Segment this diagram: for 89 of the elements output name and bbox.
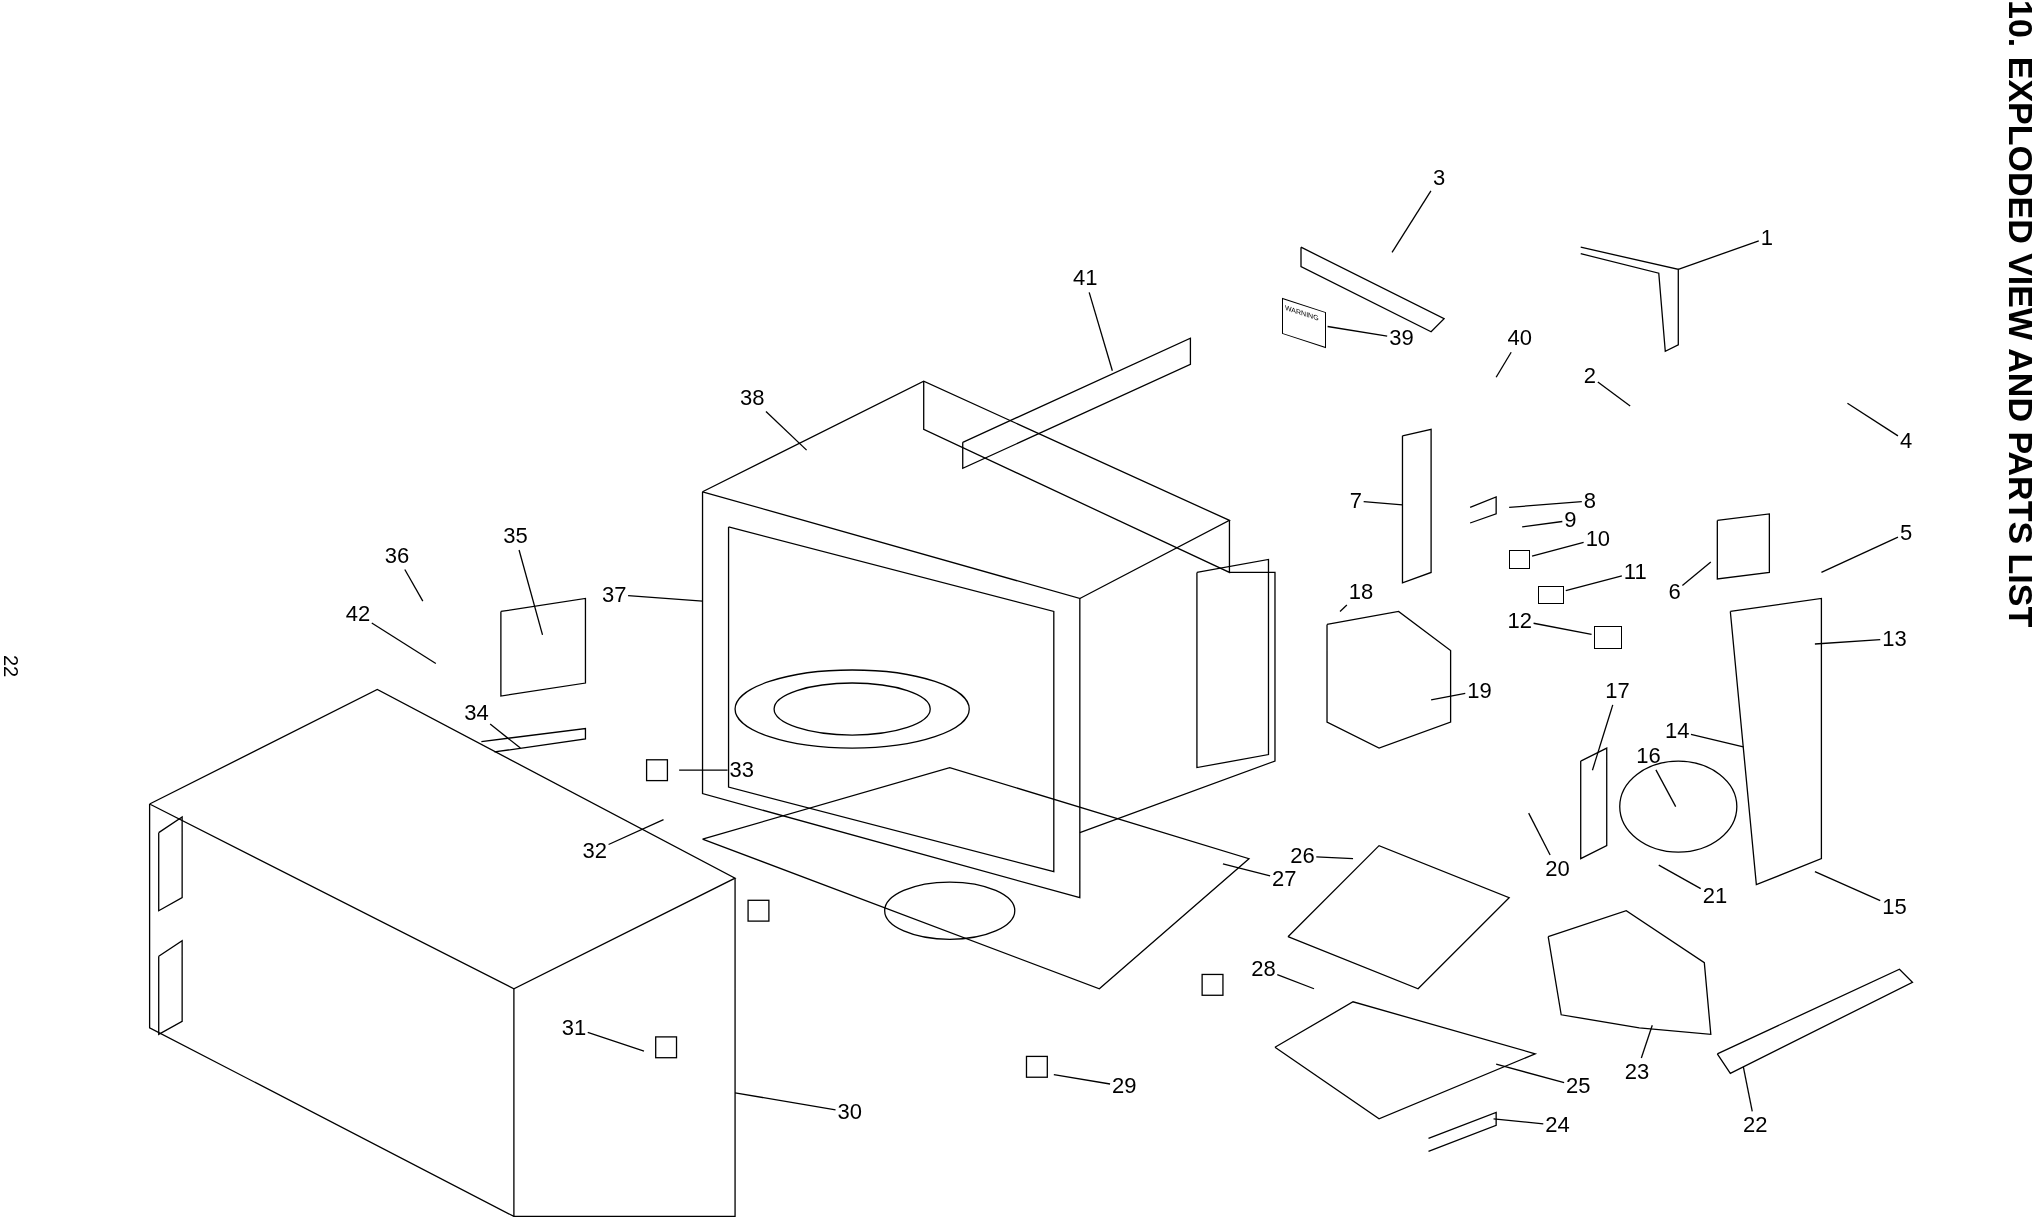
- part-box: [1537, 585, 1564, 604]
- callout-number: 32: [582, 838, 608, 863]
- callout-number: 3: [1432, 166, 1446, 191]
- leader-line: [734, 1092, 837, 1111]
- callout-number: 31: [561, 1015, 587, 1040]
- leader-line: [678, 769, 729, 771]
- callout-number: 6: [1668, 579, 1681, 604]
- part-box: [1593, 626, 1623, 650]
- callout-number: 34: [464, 700, 489, 725]
- callout-number: 18: [1348, 579, 1374, 604]
- callout-number: 20: [1545, 857, 1570, 882]
- leader-line: [404, 568, 424, 602]
- leader-line: [1495, 1063, 1565, 1084]
- leader-line: [1495, 351, 1512, 378]
- callout-number: 23: [1624, 1060, 1650, 1084]
- leader-line: [1088, 291, 1113, 372]
- leader-line: [1597, 381, 1631, 407]
- callout-number: 37: [602, 582, 627, 607]
- leader-line: [1363, 500, 1404, 506]
- callout-number: 8: [1583, 488, 1597, 513]
- part-box: [1509, 550, 1530, 569]
- callout-number: 16: [1636, 743, 1661, 768]
- leader-line: [1521, 520, 1563, 528]
- callout-number: 13: [1882, 626, 1907, 651]
- leader-line: [1391, 190, 1432, 254]
- leader-line: [489, 723, 522, 749]
- leader-line: [607, 819, 665, 846]
- leader-line: [627, 594, 704, 602]
- leader-line: [1053, 1074, 1111, 1085]
- callout-number: 24: [1545, 1113, 1570, 1138]
- leader-line: [1492, 1118, 1544, 1125]
- callout-number: 21: [1702, 884, 1728, 909]
- callout-number: 29: [1112, 1074, 1137, 1099]
- leader-line: [1315, 856, 1354, 860]
- leader-line: [1528, 812, 1551, 856]
- callout-number: 42: [345, 602, 371, 627]
- callout-number: 10: [1585, 526, 1611, 551]
- callout-number: 26: [1290, 844, 1315, 869]
- callout-number: 1: [1760, 226, 1773, 251]
- callout-number: 22: [1743, 1113, 1768, 1138]
- callout-number: 30: [837, 1100, 863, 1125]
- callout-number: 2: [1583, 364, 1597, 388]
- callout-number: 27: [1272, 867, 1297, 892]
- callout-number: 4: [1899, 429, 1913, 454]
- callout-number: 33: [729, 758, 755, 783]
- callout-number: 40: [1507, 326, 1533, 351]
- callout-number: 17: [1605, 678, 1630, 703]
- callout-number: 9: [1564, 508, 1577, 533]
- callout-number: 28: [1251, 957, 1276, 982]
- leader-line: [1742, 1066, 1753, 1112]
- callout-number: 35: [503, 524, 528, 548]
- leader-line: [371, 622, 437, 665]
- leader-line: [1508, 500, 1583, 509]
- callout-number: 5: [1899, 521, 1913, 546]
- callout-number: 15: [1882, 894, 1907, 919]
- callout-number: 36: [384, 543, 410, 568]
- leader-line: [1814, 871, 1881, 902]
- leader-line: [1531, 541, 1585, 557]
- leader-line: [1640, 1024, 1653, 1059]
- leader-line: [1339, 604, 1348, 613]
- callout-number: 7: [1349, 488, 1362, 513]
- leader-line: [1430, 692, 1466, 701]
- callout-number: 38: [739, 386, 765, 411]
- callout-number: 12: [1507, 608, 1533, 633]
- leader-line: [1681, 561, 1712, 587]
- page-number: 22: [0, 655, 22, 678]
- leader-line: [1591, 704, 1614, 771]
- callout-number: 39: [1389, 326, 1414, 351]
- leader-line: [765, 410, 808, 451]
- callout-number: 14: [1665, 719, 1690, 744]
- leader-line: [587, 1031, 645, 1052]
- leader-line: [1326, 325, 1388, 337]
- callout-number: 41: [1073, 266, 1098, 291]
- leader-line: [1658, 864, 1702, 890]
- leader-line: [518, 549, 544, 636]
- leader-line: [1690, 733, 1744, 748]
- leader-line: [1532, 622, 1593, 635]
- callout-number: 19: [1467, 678, 1492, 703]
- callout-number: 25: [1566, 1074, 1591, 1099]
- page-title: 10. EXPLODED VIEW AND PARTS LIST: [2001, 0, 2040, 628]
- leader-line: [1276, 974, 1315, 990]
- leader-line: [1565, 575, 1623, 592]
- leader-line: [1655, 769, 1677, 808]
- leader-line: [1814, 639, 1881, 645]
- leader-line: [1846, 402, 1899, 437]
- leader-line: [1222, 863, 1271, 877]
- leader-line: [1677, 240, 1760, 270]
- callout-number: 11: [1623, 560, 1647, 585]
- leader-line: [1820, 536, 1899, 574]
